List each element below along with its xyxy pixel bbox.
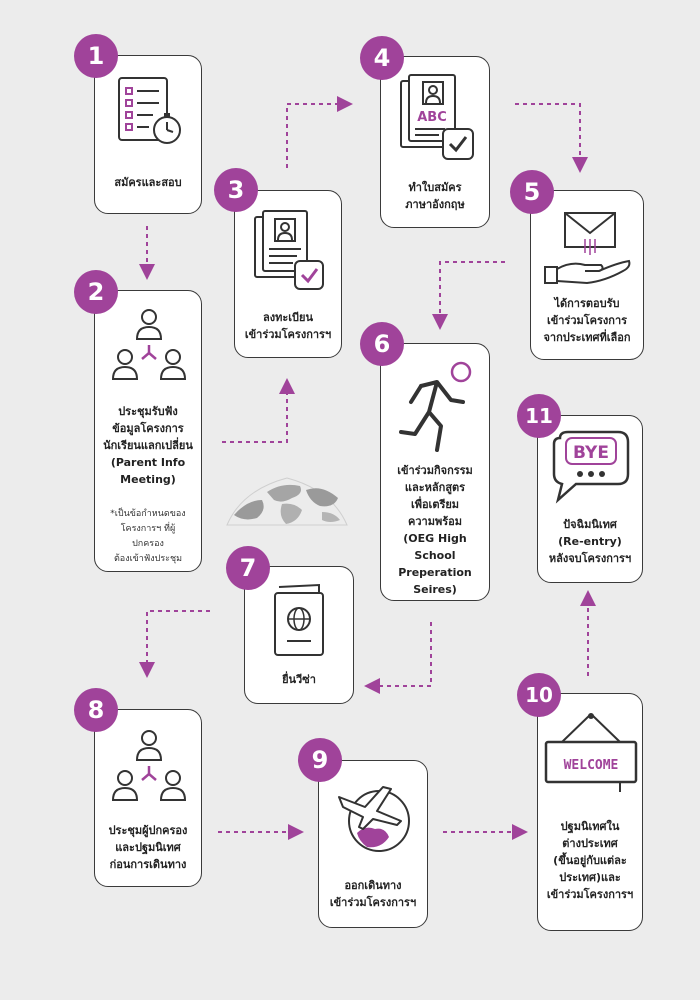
step-1-badge: 1 <box>74 34 118 78</box>
step-8-card: ประชุมผู้ปกครอง และปฐมนิเทศ ก่อนการเดินท… <box>94 709 202 887</box>
step-6-card: เข้าร่วมกิจกรรม และหลักสูตร เพื่อเตรียม … <box>380 343 490 601</box>
step-1-label: สมัครและสอบ <box>114 176 182 189</box>
abc-text: ABC <box>417 110 447 125</box>
step-3-label: ลงทะเบียน เข้าร่วมโครงการฯ <box>244 311 332 341</box>
step-10-card: WELCOME ปฐมนิเทศใน ต่างประเทศ (ขึ้นอยู่ก… <box>537 693 643 931</box>
step-10-badge: 10 <box>517 673 561 717</box>
registration-document-icon <box>254 210 324 290</box>
people-meeting-icon <box>111 730 187 801</box>
arrow-3-to-4 <box>286 96 353 168</box>
passport-icon <box>274 583 324 656</box>
step-11-label: ปัจฉิมนิเทศ (Re-entry) หลังจบโครงการฯ <box>548 518 632 565</box>
step-7-label: ยื่นวีซ่า <box>282 673 316 686</box>
step-4-card: ABC ทำใบสมัคร ภาษาอังกฤษ <box>380 56 490 228</box>
bye-speech-bubble-icon: BYE <box>552 430 630 504</box>
step-9-badge: 9 <box>298 738 342 782</box>
people-meeting-icon <box>111 309 187 380</box>
arrow-4-to-5 <box>515 103 588 173</box>
running-person-icon <box>399 361 472 452</box>
step-2-badge: 2 <box>74 270 118 314</box>
step-9-card: ออกเดินทาง เข้าร่วมโครงการฯ <box>318 760 428 928</box>
step-7-card: ยื่นวีซ่า <box>244 566 354 704</box>
step-9-label: ออกเดินทาง เข้าร่วมโครงการฯ <box>329 879 417 909</box>
step-6-badge: 6 <box>360 322 404 366</box>
step-7-badge: 7 <box>226 546 270 590</box>
step-5-card: ได้การตอบรับ เข้าร่วมโครงการ จากประเทศที… <box>530 190 644 360</box>
arrow-6-to-7 <box>364 622 432 694</box>
step-3-card: ลงทะเบียน เข้าร่วมโครงการฯ <box>234 190 342 358</box>
step-8-badge: 8 <box>74 688 118 732</box>
step-4-label: ทำใบสมัคร ภาษาอังกฤษ <box>405 181 465 211</box>
arrow-7-to-8 <box>139 610 210 678</box>
world-map-icon <box>226 477 348 526</box>
arrow-5-to-6 <box>432 261 505 330</box>
step-11-card: BYE ปัจฉิมนิเทศ (Re-entry) หลังจบโครงการ… <box>537 415 643 583</box>
step-1-card: สมัครและสอบ <box>94 55 202 214</box>
abc-application-document-icon: ABC <box>400 74 474 160</box>
step-10-label: ปฐมนิเทศใน ต่างประเทศ (ขึ้นอยู่กับแต่ละ … <box>546 820 634 901</box>
step-3-badge: 3 <box>214 168 258 212</box>
arrow-2-to-3 <box>222 378 295 443</box>
step-2-note: *เป็นข้อกำหนดของ โครงการฯ ที่ผู้ปกครอง ต… <box>110 509 186 564</box>
checklist-stopwatch-icon <box>118 77 181 144</box>
hand-envelope-icon <box>544 212 631 285</box>
step-11-badge: 11 <box>517 394 561 438</box>
bye-text: BYE <box>573 443 609 463</box>
step-5-badge: 5 <box>510 170 554 214</box>
step-4-badge: 4 <box>360 36 404 80</box>
step-8-label: ประชุมผู้ปกครอง และปฐมนิเทศ ก่อนการเดินท… <box>108 824 188 871</box>
welcome-sign-icon: WELCOME <box>544 713 638 792</box>
airplane-globe-icon <box>338 786 410 852</box>
step-2-label: ประชุมรับฟัง ข้อมูลโครงการ นักเรียนแลกเป… <box>103 405 193 486</box>
step-6-label: เข้าร่วมกิจกรรม และหลักสูตร เพื่อเตรียม … <box>397 464 473 596</box>
welcome-text: WELCOME <box>564 758 619 773</box>
step-5-label: ได้การตอบรับ เข้าร่วมโครงการ จากประเทศที… <box>543 297 631 344</box>
step-2-card: ประชุมรับฟัง ข้อมูลโครงการ นักเรียนแลกเป… <box>94 290 202 572</box>
